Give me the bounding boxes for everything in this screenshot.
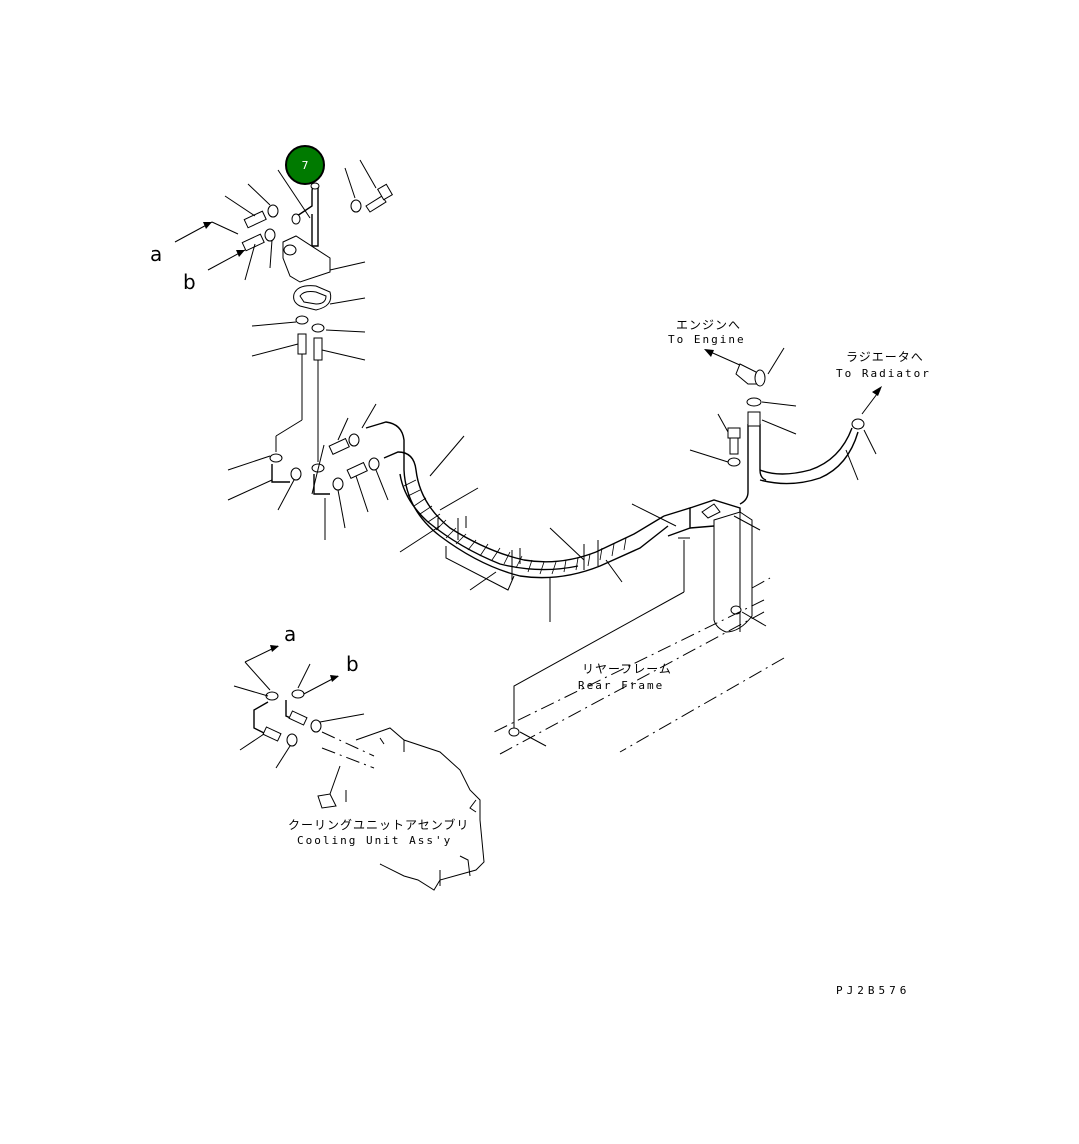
main-hose-assembly — [365, 421, 741, 622]
callout-7-button[interactable]: 7 — [285, 145, 325, 185]
cooling-unit-en-label: Cooling Unit Ass'y — [297, 834, 453, 847]
label-a-upper: a — [150, 242, 163, 266]
rear-frame-en-label: Rear Frame — [578, 679, 665, 692]
label-b-lower: b — [346, 652, 359, 676]
to-engine-en-label: To Engine — [668, 333, 746, 346]
cooling-unit-cluster — [233, 645, 485, 891]
cooling-unit-jp-label: クーリングユニットアセンブリ — [288, 818, 470, 832]
figure-code-label: PJ2B576 — [836, 984, 911, 997]
rear-frame-jp-label: リヤーフレーム — [582, 662, 672, 676]
to-engine-jp-label: エンジンへ — [676, 318, 742, 332]
to-radiator-en-label: To Radiator — [836, 367, 931, 380]
label-b-upper: b — [183, 270, 196, 294]
label-a-lower: a — [284, 622, 297, 646]
upper-fitting-cluster — [174, 159, 394, 540]
engine-radiator-connection — [689, 347, 882, 633]
to-radiator-jp-label: ラジエータへ — [846, 350, 924, 364]
rear-frame-outline — [493, 537, 785, 755]
